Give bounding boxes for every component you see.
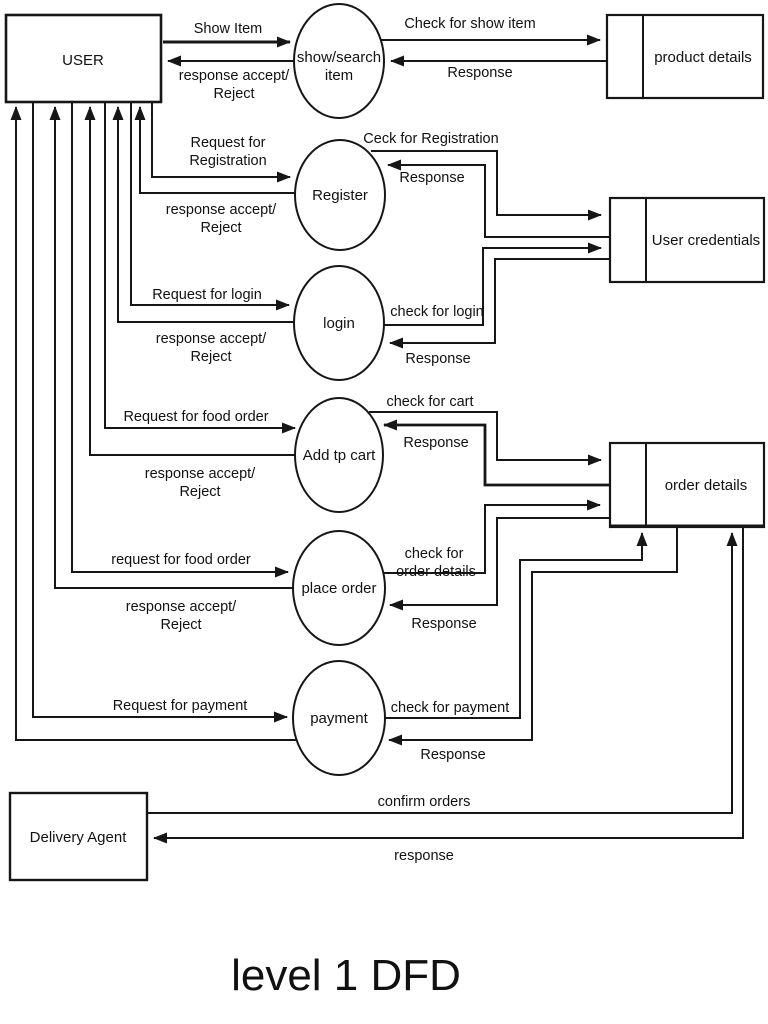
response-payment-label: Response	[420, 747, 485, 763]
response-reject-3-label: Reject	[190, 349, 231, 365]
order-details-label: order details	[665, 477, 748, 494]
register-label: Register	[312, 187, 368, 204]
response-accept-4-label: response accept/	[145, 466, 256, 482]
flow-request-registration-line	[151, 102, 291, 183]
datastore-order-details: order details	[608, 441, 766, 529]
response-register-label: Response	[399, 170, 464, 186]
flow-response-accept-4-line	[84, 106, 296, 456]
response-accept-5-label: response accept/	[126, 599, 237, 615]
process-payment: payment	[292, 660, 386, 776]
response-order-label: Response	[411, 616, 476, 632]
check-order-label-2: order details	[396, 564, 476, 580]
check-login-label: check for login	[390, 304, 484, 320]
entity-user: USER	[4, 13, 163, 104]
process-add-to-cart: Add tp cart	[294, 397, 384, 513]
flow-confirm-orders-line	[147, 532, 738, 814]
flow-response-login-line	[389, 258, 610, 349]
request-registration-label-1: Request for	[191, 135, 266, 151]
flow-response-payment-line	[388, 527, 678, 746]
payment-label: payment	[310, 710, 368, 727]
datastore-user-credentials: User credentials	[608, 196, 766, 284]
flow-check-payment-line	[385, 532, 648, 719]
flow-response-delivery-line	[153, 527, 744, 844]
entity-delivery-agent: Delivery Agent	[8, 791, 149, 882]
response-accept-3-label: response accept/	[156, 331, 267, 347]
flow-request-food-order-lower-line	[71, 102, 289, 578]
confirm-orders-label: confirm orders	[378, 794, 471, 810]
check-order-label-1: check for	[405, 546, 464, 562]
request-payment-label: Request for payment	[113, 698, 248, 714]
process-login: login	[293, 265, 385, 381]
process-show-search-item: show/search item	[293, 3, 385, 119]
user-credentials-label: User credentials	[652, 232, 760, 249]
check-payment-label: check for payment	[391, 700, 509, 716]
flow-ceck-registration-line	[371, 150, 602, 221]
response-accept-1-label: response accept/	[179, 68, 290, 84]
flow-response-cart-line	[383, 419, 610, 487]
response-reject-2-label: Reject	[200, 220, 241, 236]
response-login-label: Response	[405, 351, 470, 367]
place-order-label: place order	[301, 580, 376, 597]
response-reject-5-label: Reject	[160, 617, 201, 633]
delivery-agent-label: Delivery Agent	[30, 829, 128, 846]
response-reject-4-label: Reject	[179, 484, 220, 500]
flow-request-payment-line	[32, 102, 288, 723]
flow-response-order-line	[389, 517, 610, 611]
flow-request-login-line	[130, 102, 290, 311]
request-login-label: Request for login	[152, 287, 262, 303]
datastore-product-details: product details	[605, 13, 765, 100]
show-search-item-label-1: show/search	[297, 49, 381, 66]
flow-response-register-line	[387, 159, 610, 238]
flow-response-accept-3-line	[112, 106, 294, 323]
flow-response-accept-6-line	[10, 106, 297, 741]
product-details-label: product details	[654, 49, 752, 66]
flow-response-accept-2-line	[134, 106, 296, 194]
ceck-registration-label: Ceck for Registration	[363, 131, 498, 147]
show-search-item-label-2: item	[325, 67, 353, 84]
flow-check-login-line	[383, 242, 602, 326]
response-product-label: Response	[447, 65, 512, 81]
flow-check-order-details-line	[383, 499, 601, 574]
check-show-item-label: Check for show item	[404, 16, 535, 32]
add-to-cart-label: Add tp cart	[303, 447, 376, 464]
request-food-order-label: Request for food order	[123, 409, 268, 425]
diagram-title: level 1 DFD	[231, 951, 461, 1000]
user-entity-label: USER	[62, 52, 104, 69]
request-registration-label-2: Registration	[189, 153, 266, 169]
process-place-order: place order	[292, 530, 386, 646]
login-label: login	[323, 315, 355, 332]
response-delivery-label: response	[394, 848, 454, 864]
flow-response-accept-5-line	[49, 106, 293, 589]
response-cart-label: Response	[403, 435, 468, 451]
process-register: Register	[294, 139, 386, 251]
flow-check-cart-line	[369, 411, 602, 466]
show-item-flow-label: Show Item	[194, 21, 263, 37]
check-cart-label: check for cart	[386, 394, 473, 410]
request-food-order-lower-label: request for food order	[111, 552, 251, 568]
response-reject-1-label: Reject	[213, 86, 254, 102]
response-accept-2-label: response accept/	[166, 202, 277, 218]
flow-request-food-order-line	[104, 102, 296, 434]
